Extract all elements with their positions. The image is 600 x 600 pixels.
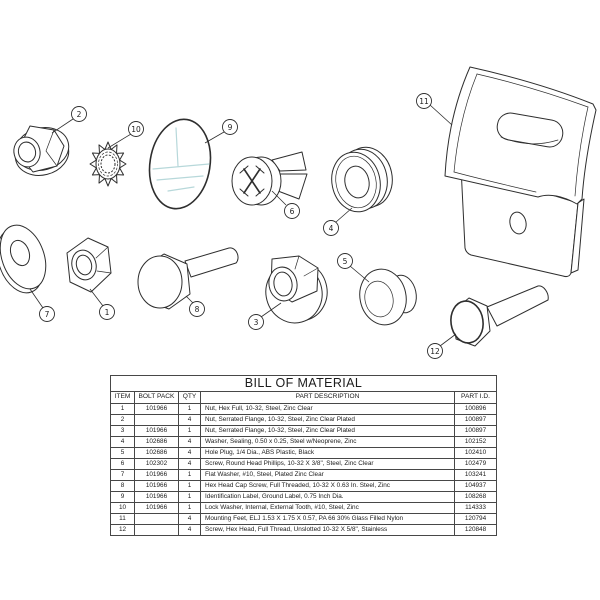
- svg-text:9: 9: [228, 123, 233, 132]
- part-9-ground-label: [148, 118, 212, 210]
- callout-3: 3: [248, 302, 282, 330]
- callout-2: 2: [51, 106, 87, 134]
- col-header-part-id: PART I.D.: [453, 391, 498, 404]
- svg-text:4: 4: [329, 224, 334, 233]
- callout-7: 7: [29, 288, 55, 322]
- part-10-lock-washer: [89, 141, 127, 187]
- svg-text:6: 6: [290, 207, 295, 216]
- part-11-mounting-foot: [444, 66, 597, 278]
- callout-1: 1: [89, 288, 115, 320]
- svg-text:1: 1: [105, 308, 110, 317]
- part-12-hex-screw: [450, 285, 549, 347]
- callout-8: 8: [185, 295, 205, 317]
- part-2-serrated-flange-nut: [13, 125, 70, 176]
- callout-11: 11: [416, 93, 453, 126]
- col-header-part-description: PART DESCRIPTION: [200, 391, 455, 404]
- svg-text:12: 12: [430, 347, 440, 356]
- part-3-serrated-flange-nut: [265, 255, 328, 324]
- part-1-hex-nut: [66, 237, 112, 293]
- part-5-hole-plug: [359, 268, 417, 326]
- callout-10: 10: [107, 121, 144, 149]
- ground-symbol-icon: [152, 127, 210, 192]
- callout-9: 9: [204, 119, 238, 144]
- callout-4: 4: [323, 207, 353, 236]
- col-header-qty: QTY: [178, 391, 201, 404]
- table-title: BILL OF MATERIAL: [109, 375, 498, 392]
- table-header-row: ITEM BOLT PACK QTY PART DESCRIPTION PART…: [110, 391, 498, 404]
- svg-text:10: 10: [131, 125, 141, 134]
- callout-6: 6: [271, 190, 300, 219]
- col-header-bolt-pack: BOLT PACK: [134, 391, 179, 404]
- exploded-parts-diagram: 1 2 3 4 5 6 7 8 9 10 11 12: [0, 66, 597, 359]
- part-8-hex-cap-screw: [137, 247, 239, 310]
- bill-of-material-table: BILL OF MATERIAL ITEM BOLT PACK QTY PART…: [109, 375, 498, 536]
- svg-text:2: 2: [77, 110, 82, 119]
- bill-of-material-section: BILL OF MATERIAL ITEM BOLT PACK QTY PART…: [109, 375, 498, 536]
- svg-text:8: 8: [195, 305, 200, 314]
- svg-text:5: 5: [343, 257, 348, 266]
- part-4-sealing-washer: [331, 146, 393, 213]
- callout-12: 12: [427, 333, 457, 359]
- callout-5: 5: [337, 253, 370, 283]
- part-7-flat-washer: [0, 224, 47, 294]
- part-6-phillips-screw: [231, 151, 308, 206]
- phillips-cross-icon: [239, 165, 265, 197]
- col-header-item: ITEM: [110, 391, 135, 404]
- svg-text:3: 3: [254, 318, 259, 327]
- svg-text:11: 11: [419, 97, 429, 106]
- svg-text:7: 7: [45, 310, 50, 319]
